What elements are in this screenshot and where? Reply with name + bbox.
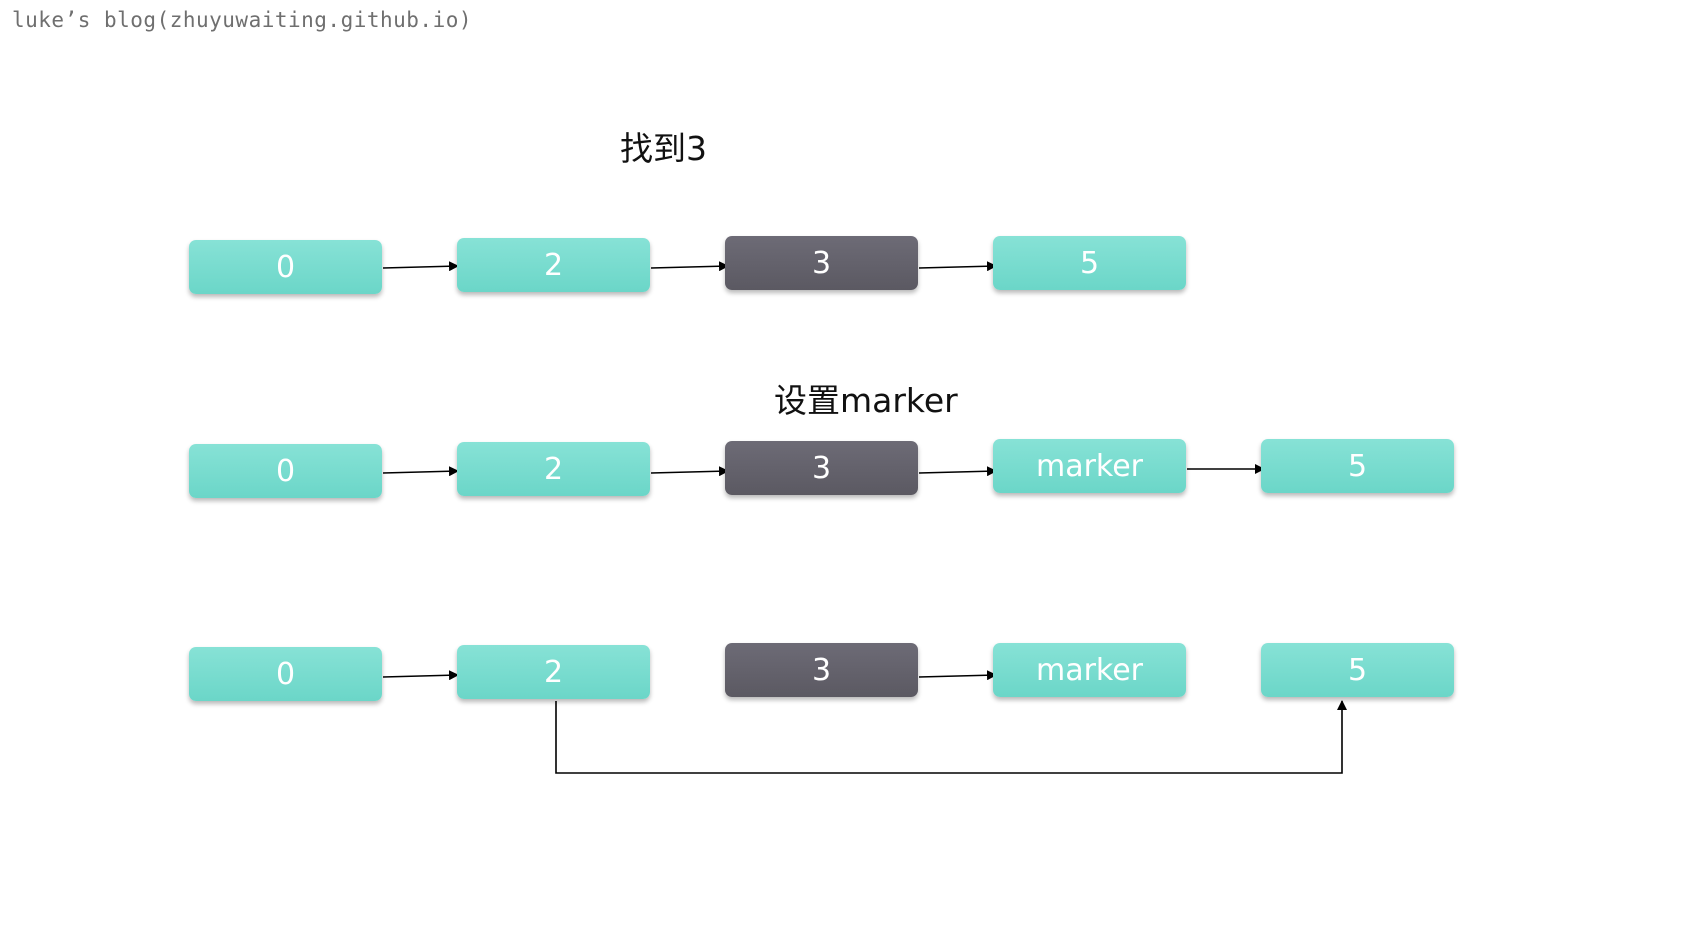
arrow-row1-2-to-3 [650,261,729,272]
arrow-row2-3-to-marker [918,466,997,477]
row1-title: 找到3 [620,129,707,168]
arrow-row2-2-to-3 [650,466,729,477]
row3-node-0: 0 [189,647,382,701]
arrow-row3-2-to-5-bypass [555,700,1347,774]
row2-node-0: 0 [189,444,382,498]
row1-node-5: 5 [993,236,1186,290]
row1-node-0: 0 [189,240,382,294]
row2-node-3-highlight: 3 [725,441,918,495]
arrow-row3-3-to-marker [918,670,997,681]
row3-node-marker: marker [993,643,1186,697]
arrow-row3-0-to-2 [382,670,459,681]
row3-node-2: 2 [457,645,650,699]
row1-node-2: 2 [457,238,650,292]
arrow-row1-3-to-5 [918,261,997,272]
blog-watermark: luke’s blog(zhuyuwaiting.github.io) [12,8,473,32]
row3-node-5: 5 [1261,643,1454,697]
arrow-row1-0-to-2 [382,261,459,272]
arrow-row2-0-to-2 [382,466,459,477]
row1-node-3-highlight: 3 [725,236,918,290]
row2-title: 设置marker [774,381,958,420]
row2-node-5: 5 [1261,439,1454,493]
row2-node-2: 2 [457,442,650,496]
row2-node-marker: marker [993,439,1186,493]
row3-node-3-highlight: 3 [725,643,918,697]
